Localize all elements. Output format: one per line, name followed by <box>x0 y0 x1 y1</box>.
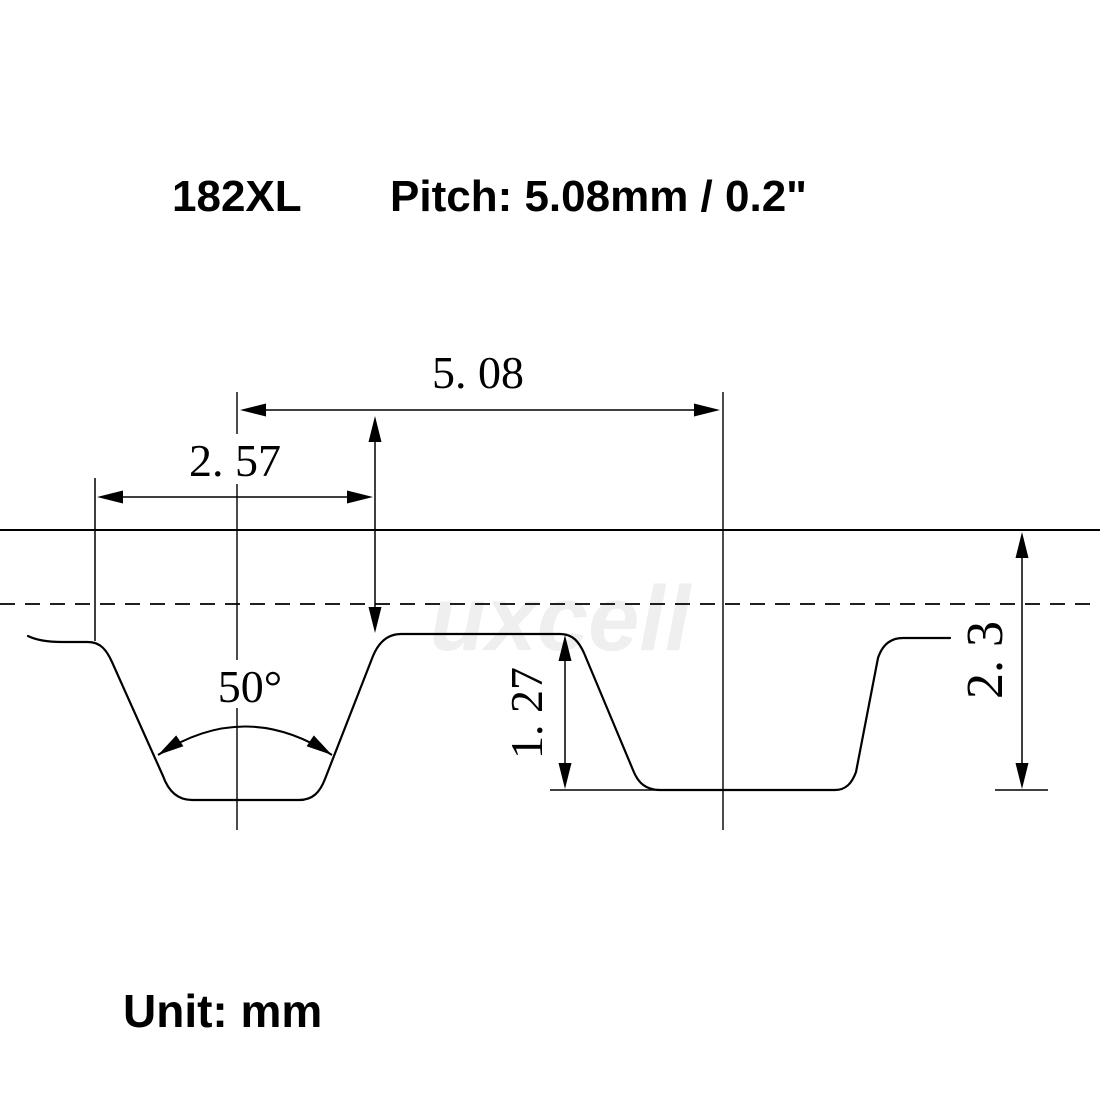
arrow-angle-left-icon <box>158 735 184 755</box>
pitch-spec: Pitch: 5.08mm / 0.2" <box>390 172 808 221</box>
model-number: 182XL <box>172 172 302 221</box>
dim-label-tooth-depth: 1. 27 <box>501 667 552 759</box>
label-mask-tooth-width <box>178 434 294 484</box>
dim-label-pitch: 5. 08 <box>432 347 524 398</box>
belt-profile-path <box>26 632 952 802</box>
arrow-angle-right-icon <box>306 735 332 755</box>
dim-label-thickness: 2. 3 <box>957 621 1014 699</box>
label-mask-angle <box>202 660 298 708</box>
unit-label: Unit: mm <box>123 985 323 1037</box>
arrow-tooth-width-left-icon <box>97 490 123 504</box>
arrow-pitch-right-icon <box>694 403 720 417</box>
arrow-flank-top-icon <box>368 416 382 442</box>
angle-arc <box>157 725 333 756</box>
arrow-thickness-bottom-icon <box>1015 763 1029 789</box>
arrow-pitch-left-icon <box>240 403 266 417</box>
dim-label-angle: 50° <box>218 661 282 712</box>
arrow-tooth-width-right-icon <box>347 490 373 504</box>
dim-label-tooth-width: 2. 57 <box>189 435 281 486</box>
arrow-flank-bottom-icon <box>368 607 382 633</box>
arrow-tooth-depth-top-icon <box>558 635 572 661</box>
arrow-thickness-top-icon <box>1015 532 1029 558</box>
arrow-tooth-depth-bottom-icon <box>558 763 572 789</box>
